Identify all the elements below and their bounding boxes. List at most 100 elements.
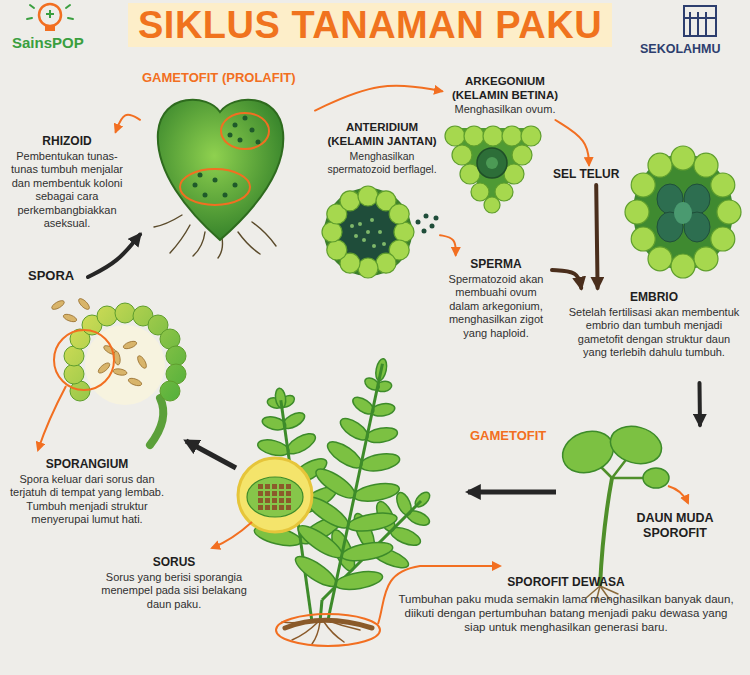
sporangium-illustration: [50, 297, 148, 387]
embryo-illustration: [657, 184, 710, 242]
logo-text: SEKOLAHMU: [640, 42, 721, 57]
fern-illustration: [285, 621, 372, 629]
sporangium-illustration: [62, 313, 77, 323]
antheridium-illustration: [350, 218, 386, 248]
antheridium-illustration: [350, 224, 354, 228]
fern-illustration: [359, 451, 401, 474]
sporangium-illustration: [166, 346, 186, 366]
fern-illustration: [276, 614, 380, 646]
sekolahmu-logo-icon: [684, 6, 716, 36]
stage-block: RHIZOIDPembentukan tunas-tunas tumbuh me…: [3, 132, 131, 232]
stage-description: Sorus yang berisi sporangia menempel pad…: [97, 571, 251, 611]
sorus-magnifier: [265, 491, 270, 496]
cycle-arrow: [596, 185, 597, 288]
sekolahmu-logo-icon: [684, 12, 716, 36]
sorus-magnifier: [286, 505, 291, 510]
sporangium-illustration: [54, 330, 114, 390]
prothallus-illustration: [233, 123, 238, 128]
young-sporophyte-illustration: [600, 478, 612, 586]
young-sporophyte-illustration: [557, 421, 669, 488]
antheridium-illustration: [370, 218, 374, 222]
stage-block: EMBRIOSetelah fertilisasi akan membentuk…: [563, 288, 745, 383]
embryo-illustration: [625, 146, 741, 278]
sporangium-illustration: [97, 306, 117, 326]
stage-description: Pembentukan tunas-tunas tumbuh menjalar …: [6, 150, 128, 230]
stage-heading: ANTERIDIUM (KELAMIN JANTAN): [326, 120, 438, 148]
embryo-illustration: [631, 173, 655, 197]
antheridium-illustration: [394, 222, 414, 242]
sporangium-illustration: [64, 364, 84, 384]
archegonium-illustration: [464, 126, 484, 146]
antheridium-illustration: [322, 222, 342, 242]
embryo-illustration: [671, 146, 695, 170]
prothallus-illustration: [228, 133, 233, 138]
stage-heading: SORUS: [97, 555, 251, 570]
antheridium-illustration: [376, 253, 396, 273]
embryo-illustration: [631, 227, 655, 251]
cycle-arrow: [555, 120, 589, 165]
prothallus-illustration: [193, 183, 198, 188]
sorus-magnifier: [272, 498, 277, 503]
archegonium-illustration: [521, 126, 541, 146]
stage-heading: SEL TELUR: [553, 167, 619, 182]
archegonium-illustration: [445, 126, 541, 213]
prothallus-illustration: [233, 183, 238, 188]
stage-label: GAMETOFIT: [470, 428, 546, 444]
stage-heading: EMBRIO: [566, 290, 742, 305]
antheridium-illustration: [382, 242, 386, 246]
sorus-magnifier: [258, 491, 263, 496]
prothallus-illustration: [154, 100, 283, 258]
cycle-arrow: [116, 115, 140, 132]
sorus-magnifier: [247, 477, 303, 517]
stage-description: Menghasilkan spermatozoid berflagel.: [326, 150, 438, 176]
antheridium-illustration: [362, 238, 366, 242]
young-sporophyte-illustration: [606, 421, 666, 469]
sporangium-illustration: [77, 297, 91, 311]
stage-heading: GAMETOFIT (PROLAFIT): [142, 70, 313, 86]
prothallus-illustration: [221, 113, 269, 149]
sorus-magnifier: [272, 484, 277, 489]
stage-block: SEL TELUR: [553, 165, 625, 185]
stage-heading: RHIZOID: [6, 134, 128, 149]
antheridium-illustration: [416, 214, 439, 234]
prothallus-illustration: [238, 232, 260, 254]
sporangium-illustration: [85, 325, 165, 405]
stage-block: ARKEGONIUM (KELAMIN BETINA)Menghasilkan …: [442, 72, 568, 120]
prothallus-illustration: [170, 225, 190, 253]
embryo-illustration: [625, 146, 741, 278]
prothallus-illustration: [193, 232, 205, 256]
prothallus-illustration: [154, 215, 182, 227]
archegonium-illustration: [495, 183, 513, 201]
antheridium-illustration: [430, 224, 435, 229]
sorus-magnifier: [279, 505, 284, 510]
sorus-magnifier: [279, 498, 284, 503]
sorus-magnifier: [265, 505, 270, 510]
embryo-illustration: [674, 202, 692, 224]
archegonium-illustration: [452, 145, 472, 165]
fern-illustration: [334, 569, 384, 593]
sporangium-illustration: [160, 381, 180, 401]
sorus-magnifier: [212, 458, 312, 548]
fern-illustration: [328, 364, 382, 620]
embryo-illustration: [625, 200, 649, 224]
antheridium-illustration: [422, 229, 427, 234]
prothallus-illustration: [213, 178, 218, 183]
sporangium-illustration: [122, 340, 137, 350]
cycle-arrow: [315, 86, 442, 111]
antheridium-illustration: [327, 240, 347, 260]
cycle-arrow: [88, 235, 140, 278]
sorus-magnifier: [279, 484, 284, 489]
stage-description: Setelah fertilisasi akan membentuk embri…: [566, 306, 742, 360]
sporangium-illustration: [136, 354, 148, 369]
embryo-illustration: [711, 227, 735, 251]
stage-description: Menghasilkan ovum.: [445, 103, 565, 116]
antheridium-illustration: [322, 186, 439, 278]
embryo-illustration: [648, 153, 672, 177]
sorus-magnifier: [265, 498, 270, 503]
stage-block: SPORA: [28, 266, 88, 288]
archegonium-illustration: [445, 126, 541, 213]
cycle-arrow-illustration: [468, 490, 556, 495]
sorus-magnifier: [258, 498, 263, 503]
stage-block: SPOROFIT DEWASATumbuhan paku muda semaki…: [390, 574, 742, 672]
